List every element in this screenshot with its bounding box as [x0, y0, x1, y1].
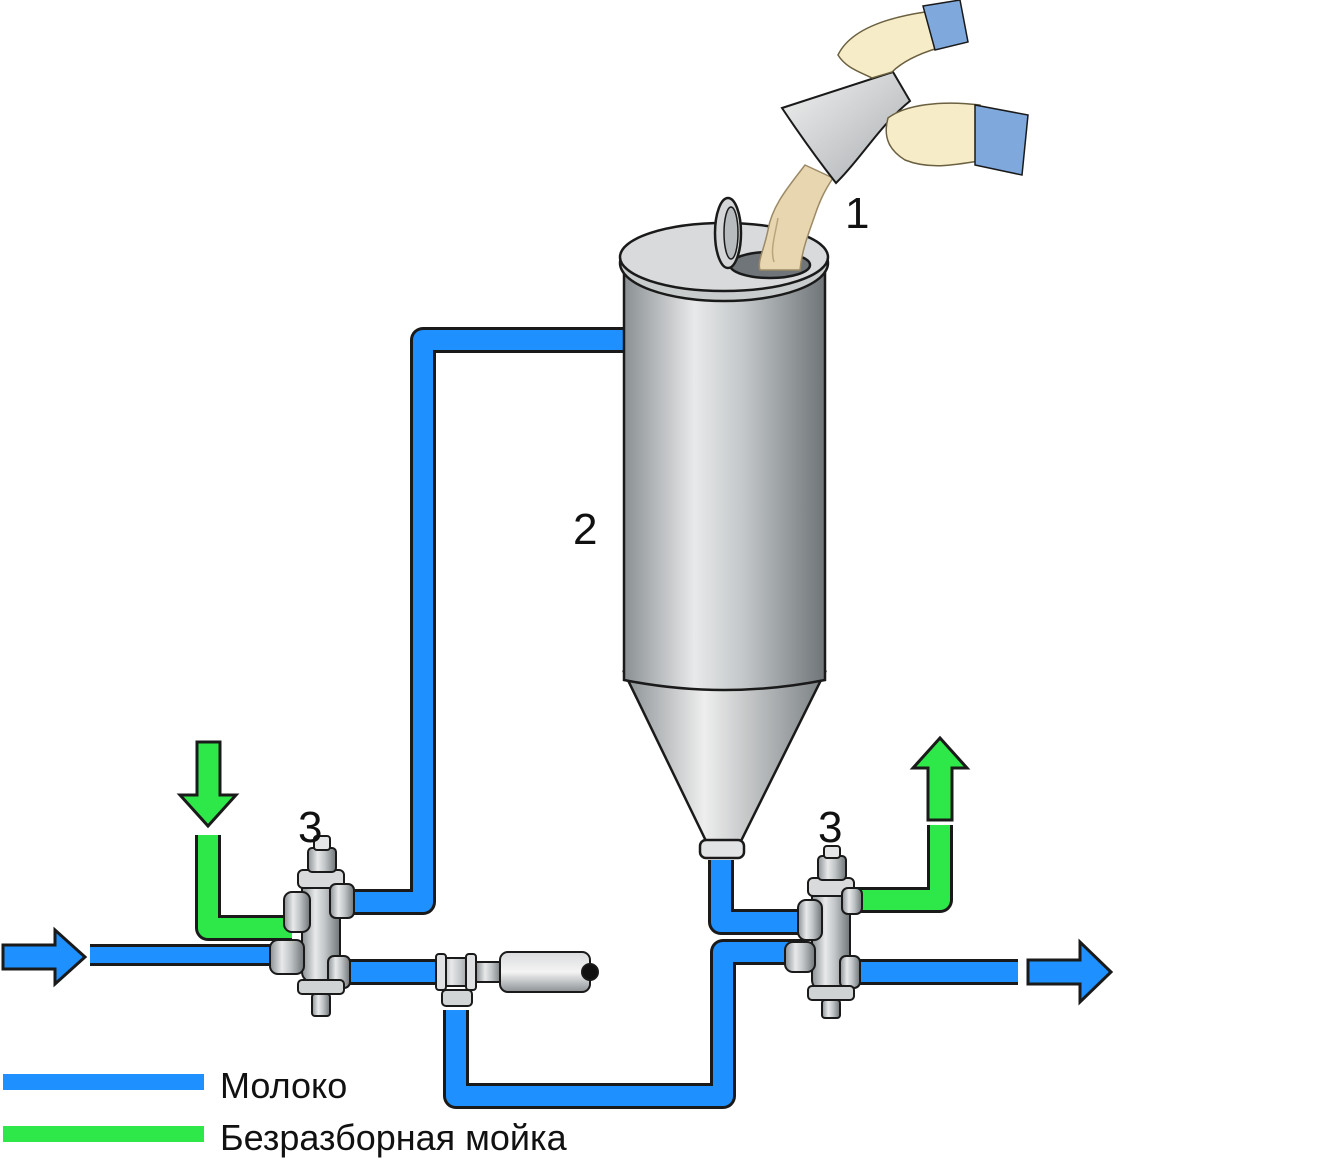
- label-powder-dosing: 1: [845, 189, 869, 238]
- powder-dosing: [758, 0, 1029, 271]
- cip-pipes: [195, 825, 953, 941]
- milk-pipes: [90, 327, 1018, 1109]
- hand-icon-lower: [885, 102, 986, 167]
- cip-outlet-pipe: [855, 825, 953, 913]
- flow-arrows: [1, 735, 1114, 1006]
- legend: Молоко Безразборная мойка: [3, 1065, 568, 1158]
- tank-outlet-collar: [698, 838, 746, 860]
- sleeve-upper: [922, 0, 969, 51]
- legend-label-milk: Молоко: [220, 1065, 347, 1106]
- milk-out-arrow-icon: [1026, 938, 1114, 1006]
- valve-icon-right: [784, 845, 863, 1019]
- valve-icon-left: [269, 835, 355, 1017]
- check-valve-icon: [435, 951, 599, 1007]
- tank-icon: [618, 196, 830, 860]
- legend-swatch-milk: [3, 1074, 204, 1090]
- label-tank: 2: [573, 505, 597, 554]
- cip-inlet-pipe: [195, 835, 292, 941]
- label-valve-right: 3: [818, 803, 842, 852]
- milk-return-pipe: [345, 327, 625, 915]
- legend-swatch-cip: [3, 1126, 204, 1142]
- legend-label-cip: Безразборная мойка: [220, 1117, 568, 1158]
- cip-in-arrow-icon: [176, 740, 240, 829]
- sleeve-lower: [974, 104, 1029, 176]
- hand-icon: [837, 11, 939, 79]
- label-valve-left: 3: [298, 803, 322, 852]
- tank-cone: [622, 670, 828, 845]
- powder-stream: [758, 164, 835, 271]
- milk-in-arrow-icon: [1, 926, 88, 988]
- cip-out-arrow-icon: [909, 735, 971, 822]
- actuator: [499, 951, 591, 993]
- tank-body: [622, 263, 827, 692]
